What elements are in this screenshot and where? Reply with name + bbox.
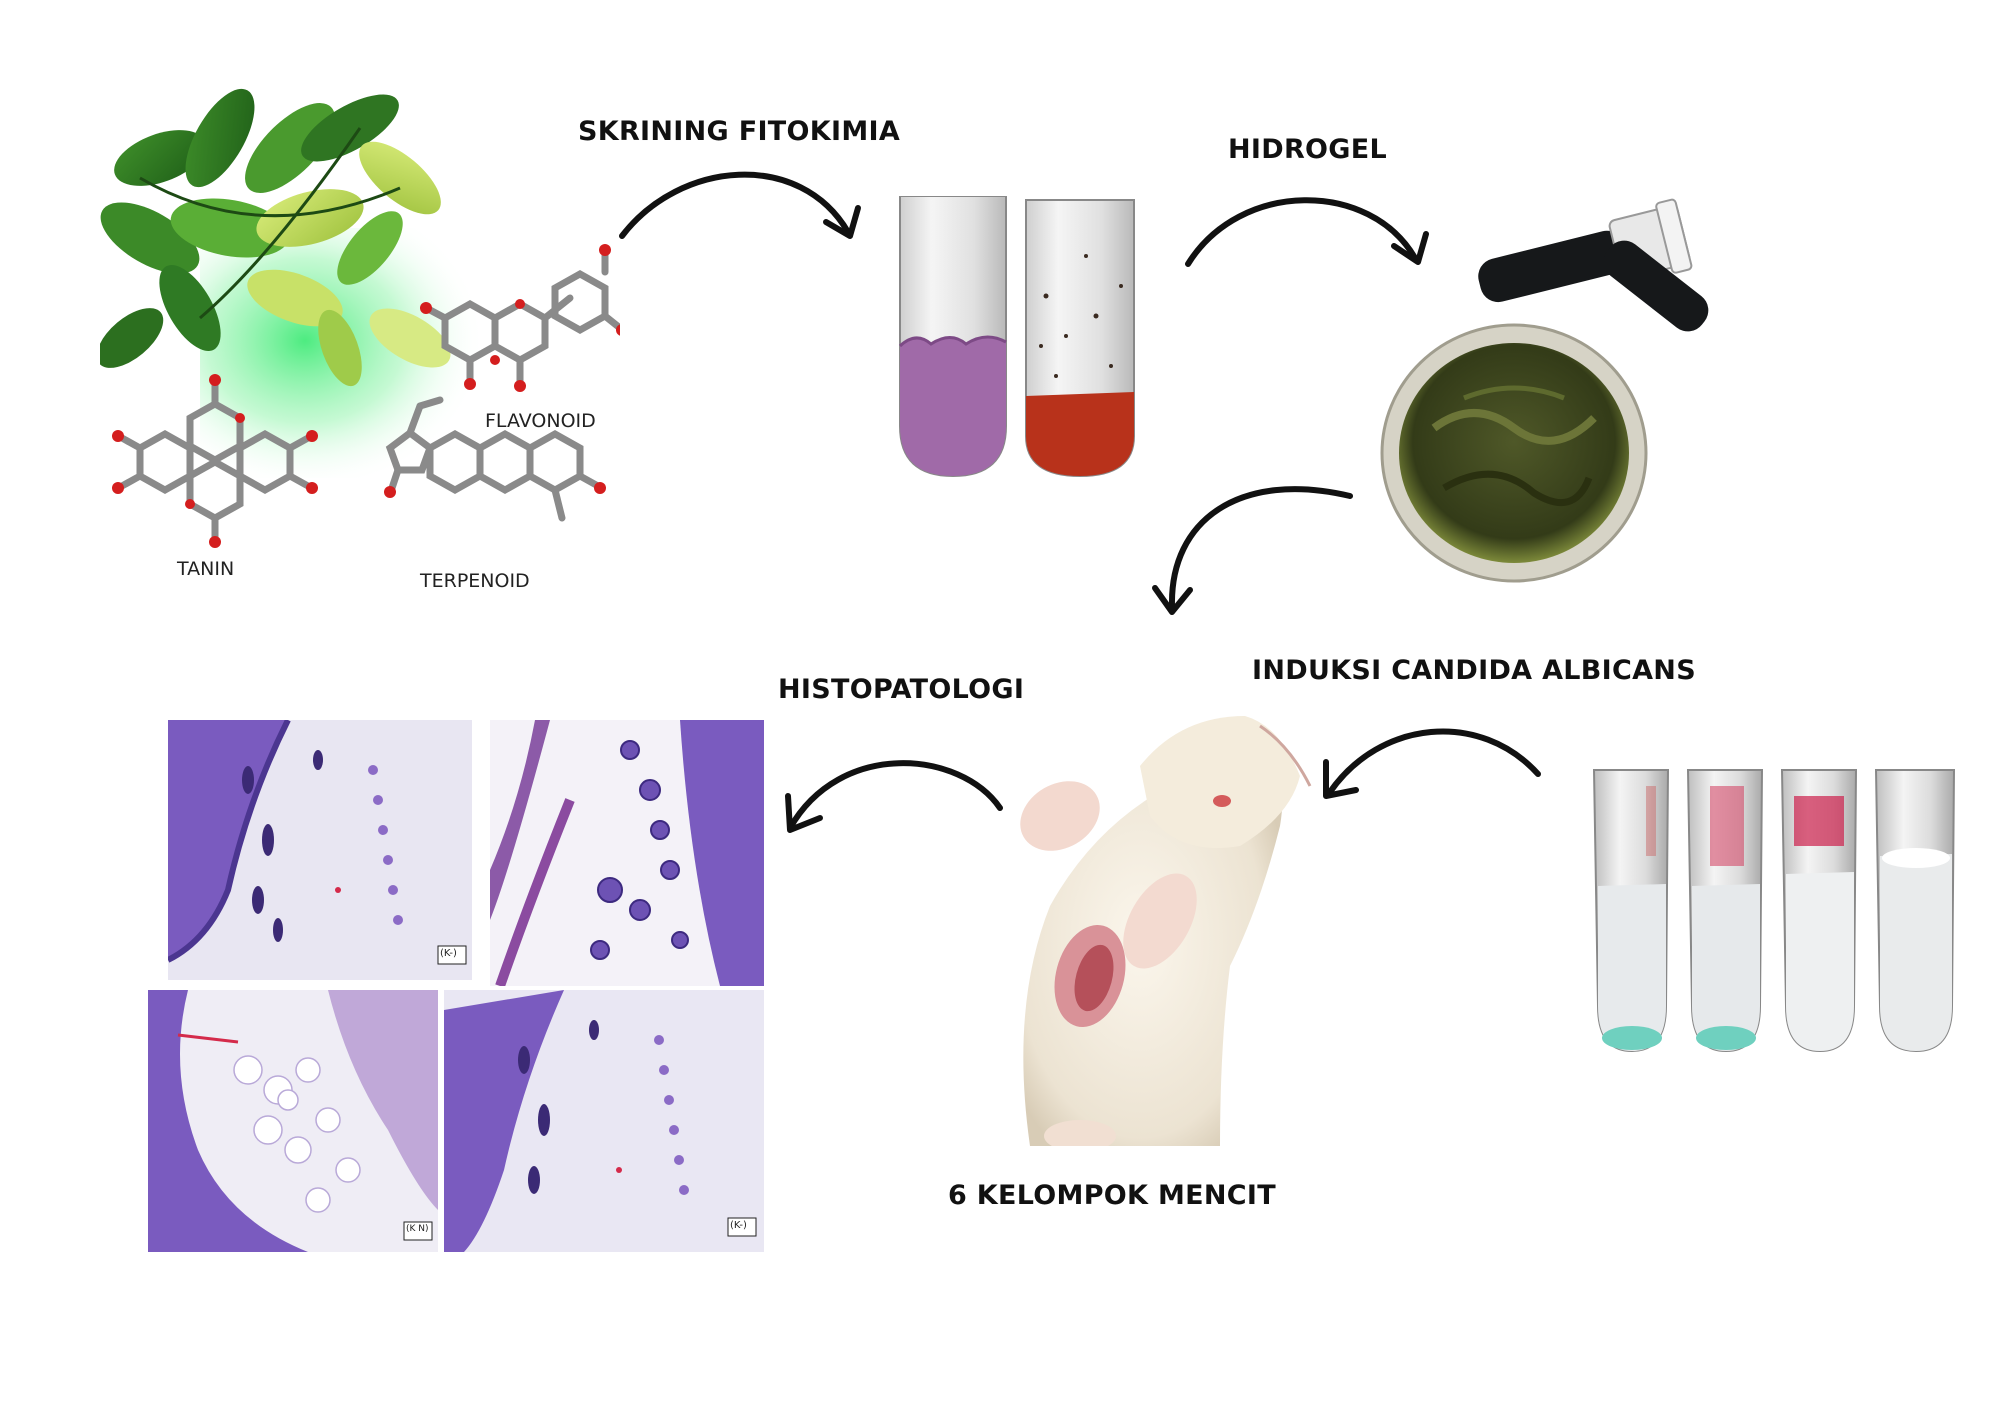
terpenoid-label: TERPENOID <box>420 570 530 592</box>
plant-molecule-group: FLAVONOID TANIN TERPENOID <box>100 88 620 598</box>
histology-panel-2 <box>490 720 764 986</box>
arrow-down-to-induction <box>1168 486 1353 609</box>
arrow-to-hydrogel <box>1185 197 1418 267</box>
histology-panel-1: (K-) <box>168 720 472 980</box>
histology-panel-4: (K-) <box>444 990 764 1252</box>
histology-tag-1: (K-) <box>440 948 457 959</box>
arrow-to-screening <box>619 171 851 239</box>
flavonoid-structure <box>426 250 620 386</box>
histology-panel-3: (K N) <box>148 990 438 1252</box>
screening-label: SKRINING FITOKIMIA <box>578 116 901 147</box>
mouse-image <box>990 706 1330 1146</box>
arrow-to-histopathology <box>787 760 1003 831</box>
hydrogel-jar-image <box>1374 318 1654 588</box>
hydrogel-label: HIDROGEL <box>1228 134 1388 165</box>
mice-label: 6 KELOMPOK MENCIT <box>948 1180 1276 1211</box>
terpenoid-structure <box>385 396 602 522</box>
tannin-label: TANIN <box>177 558 235 580</box>
screening-tubes-image <box>896 196 1156 486</box>
histopathology-label: HISTOPATOLOGI <box>778 674 1025 705</box>
histology-tag-4: (K-) <box>730 1220 747 1231</box>
leaves-image <box>100 88 451 387</box>
candida-tubes-image <box>1588 766 1972 1066</box>
arrow-to-mouse <box>1327 728 1541 795</box>
hydrogel-tube-image <box>1466 166 1716 346</box>
flavonoid-label: FLAVONOID <box>485 410 596 432</box>
induction-label: INDUKSI CANDIDA ALBICANS <box>1252 655 1696 686</box>
histology-tag-3: (K N) <box>406 1224 429 1234</box>
